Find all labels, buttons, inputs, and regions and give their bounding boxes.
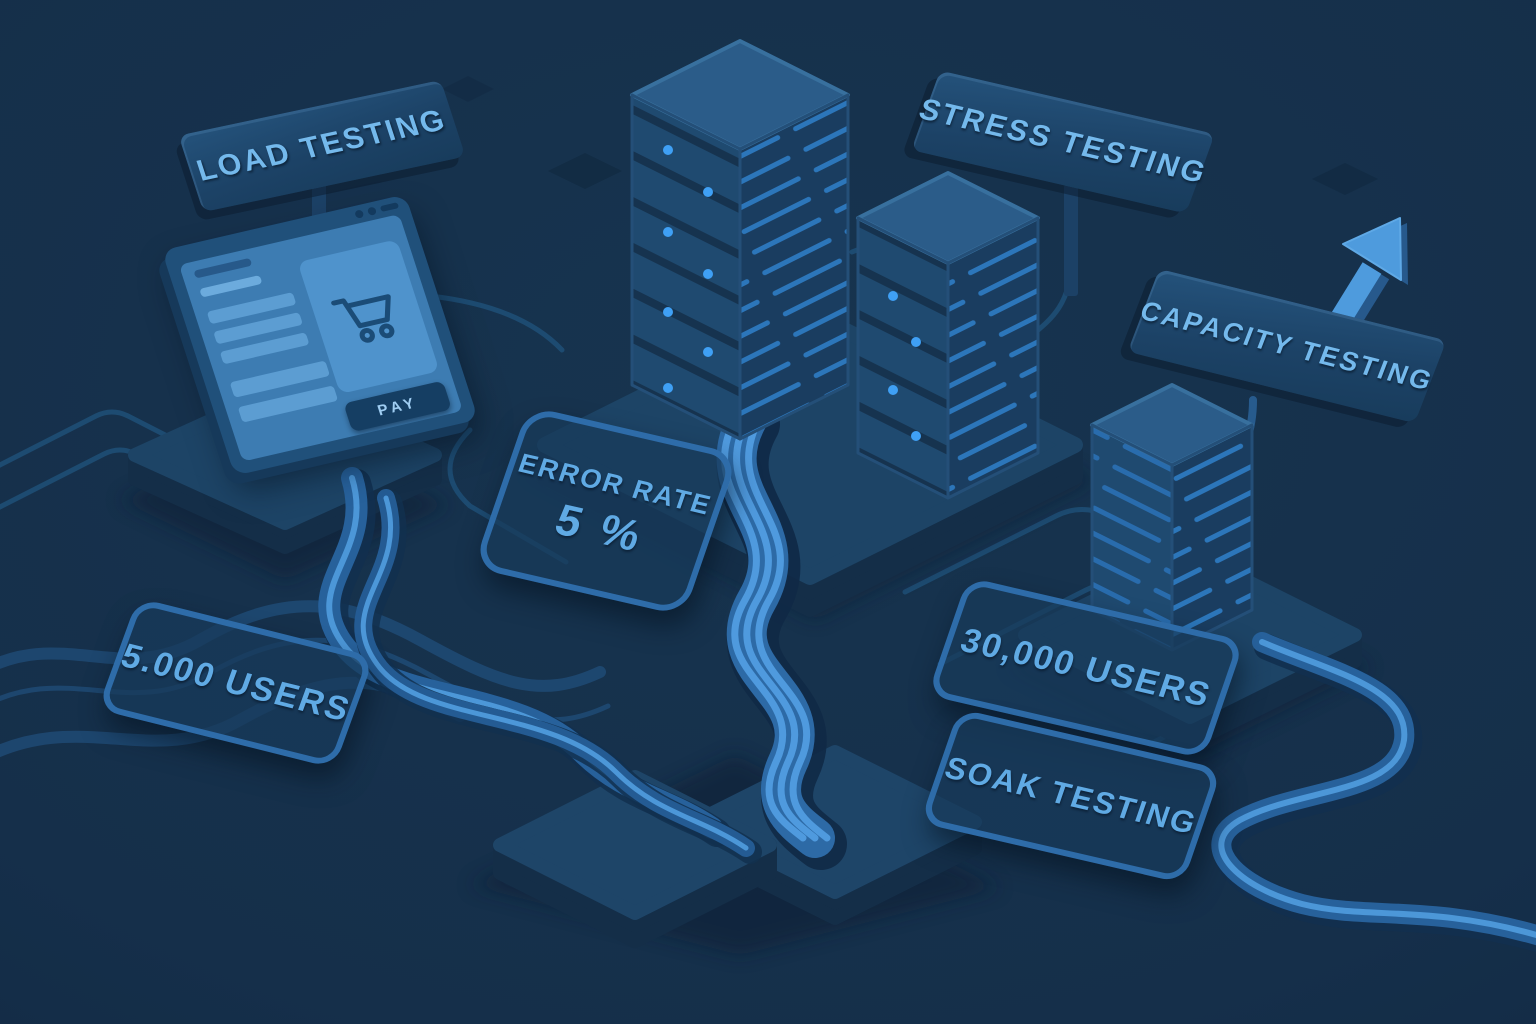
window-pill-icon (379, 202, 400, 212)
browser-window: PAY (161, 194, 479, 476)
window-dot-icon (366, 206, 378, 216)
shopping-cart-icon (331, 294, 395, 343)
form-line (199, 275, 263, 298)
server-rack-large (630, 39, 850, 441)
users-5000-label: 5.000 USERS (116, 636, 357, 729)
status-led-icon (888, 291, 921, 441)
address-bar (193, 257, 253, 279)
pay-button-label: PAY (375, 393, 420, 420)
browser-screen: PAY (178, 214, 463, 462)
users-30000-label: 30,000 USERS (955, 620, 1217, 715)
cart-panel (297, 239, 440, 394)
server-rack-small (1090, 383, 1254, 652)
status-led-icon (663, 145, 713, 393)
background-diamond-accents (442, 76, 1378, 195)
up-right-arrow-icon (1320, 217, 1408, 348)
soak-testing-label: SOAK TESTING (940, 750, 1202, 842)
server-rack-medium (856, 171, 1040, 500)
window-dot-icon (354, 209, 365, 219)
